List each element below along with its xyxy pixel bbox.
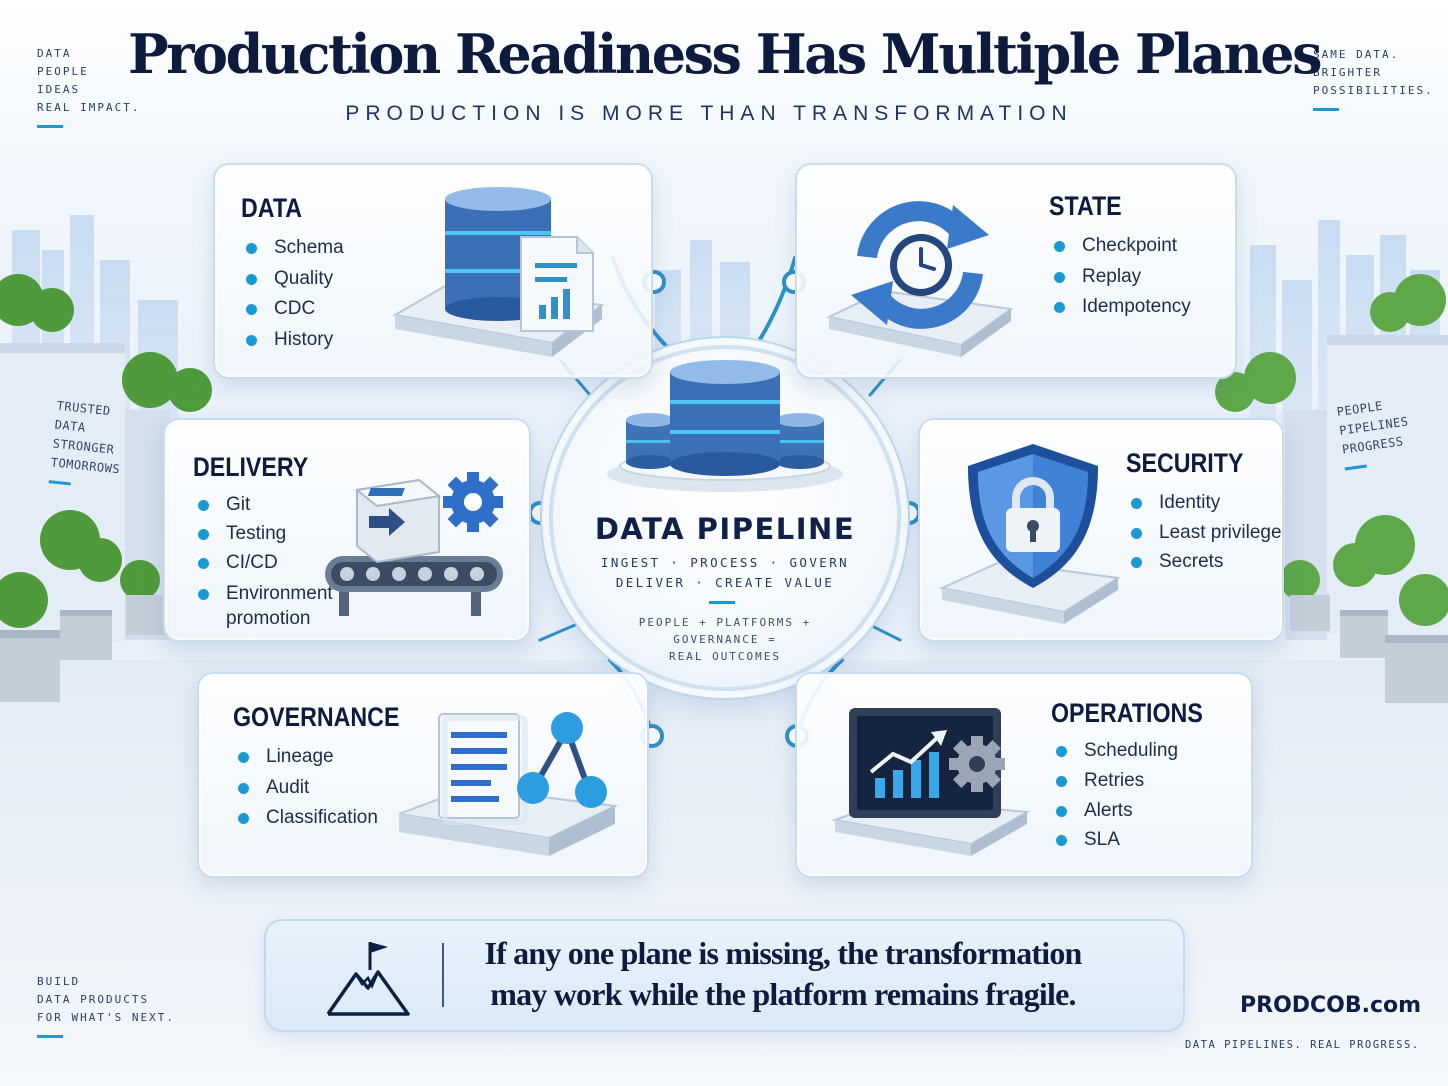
connector-node: [897, 501, 921, 525]
plane-list: Identity Least privilege Secrets: [1126, 488, 1282, 577]
list-item: Idempotency: [1049, 292, 1191, 323]
list-item: Checkpoint: [1049, 231, 1191, 262]
plane-card-operations: OPERATIONS Scheduling Retries Alerts SLA: [795, 672, 1253, 878]
list-item: History: [241, 325, 344, 356]
accent-dash: [37, 125, 63, 128]
bottom-right-tagline: DATA PIPELINES. REAL PROGRESS.: [1185, 1039, 1420, 1051]
list-item: Schema: [241, 233, 344, 264]
corner-line: POSSIBILITIES.: [1313, 84, 1434, 97]
accent-dash: [709, 601, 735, 604]
callout-line: If any one plane is missing, the transfo…: [484, 935, 1082, 971]
brand-name: PRODCOB.com: [1240, 993, 1422, 1018]
document-lineage-icon: [399, 712, 619, 856]
hub-title: DATA PIPELINE: [594, 512, 856, 546]
plane-title: STATE: [1049, 191, 1122, 221]
list-item: Identity: [1126, 488, 1282, 518]
plane-list: Git Testing CI/CD Environment promotion: [193, 490, 333, 631]
hub-line: INGEST · PROCESS · GOVERN: [600, 555, 850, 570]
plane-card-data: DATA Schema Quality CDC History: [213, 163, 653, 379]
plane-title: GOVERNANCE: [233, 702, 400, 732]
connector-node: [528, 501, 552, 525]
corner-line: BRIGHTER: [1313, 66, 1382, 79]
plane-title: OPERATIONS: [1051, 698, 1203, 728]
list-item: Lineage: [233, 742, 378, 773]
list-item: Audit: [233, 773, 378, 804]
list-item: Alerts: [1051, 796, 1178, 826]
corner-line: DATA: [37, 47, 72, 60]
callout-box: [264, 919, 1185, 1032]
plane-list: Lineage Audit Classification: [233, 742, 378, 834]
conveyor-gear-icon: [325, 472, 503, 616]
hub-note: GOVERNANCE =: [673, 633, 777, 646]
list-item: Retries: [1051, 766, 1178, 796]
mountain-flag-icon: [326, 942, 410, 1016]
plane-title: DATA: [241, 193, 303, 223]
callout-divider: [442, 943, 444, 1007]
page-title: Production Readiness Has Multiple Planes: [128, 22, 1323, 86]
plane-list: Scheduling Retries Alerts SLA: [1051, 736, 1178, 855]
list-item: SLA: [1051, 825, 1178, 855]
corner-note-top-left: DATA PEOPLE IDEAS REAL IMPACT.: [37, 45, 140, 128]
hub-note: PEOPLE + PLATFORMS +: [638, 616, 812, 629]
accent-dash: [37, 1035, 63, 1038]
list-item: Least privilege: [1126, 518, 1282, 548]
plane-card-security: SECURITY Identity Least privilege Secret…: [918, 418, 1284, 642]
page-subtitle: PRODUCTION IS MORE THAN TRANSFORMATION: [345, 102, 1073, 125]
corner-note-top-right: SAME DATA. BRIGHTER POSSIBILITIES.: [1313, 46, 1434, 111]
database-report-icon: [392, 187, 605, 357]
list-item: Classification: [233, 803, 378, 834]
corner-line: SAME DATA.: [1313, 48, 1400, 61]
shield-lock-icon: [938, 444, 1121, 624]
plane-title: DELIVERY: [193, 452, 309, 482]
corner-line: PEOPLE: [37, 65, 89, 78]
hub-line: DELIVER · CREATE VALUE: [615, 575, 835, 590]
corner-line: IDEAS: [37, 83, 81, 96]
corner-line: DATA PRODUCTS: [37, 993, 150, 1006]
callout-line: may work while the platform remains frag…: [490, 976, 1076, 1012]
list-item: Scheduling: [1051, 736, 1178, 766]
plane-list: Schema Quality CDC History: [241, 233, 344, 355]
list-item: Replay: [1049, 262, 1191, 293]
list-item: Testing: [193, 519, 333, 548]
list-item: CI/CD: [193, 548, 333, 577]
list-item: Git: [193, 490, 333, 519]
plane-card-governance: GOVERNANCE Lineage Audit Classification: [197, 672, 649, 878]
plane-card-delivery: DELIVERY Git Testing CI/CD Environment p…: [163, 418, 531, 642]
accent-dash: [1313, 108, 1339, 111]
database-cluster-icon: [607, 360, 843, 492]
corner-line: REAL IMPACT.: [37, 101, 141, 114]
list-item: Environment promotion: [193, 577, 333, 631]
hub-note: REAL OUTCOMES: [668, 650, 782, 663]
plane-list: Checkpoint Replay Idempotency: [1049, 231, 1191, 323]
monitor-chart-gear-icon: [831, 708, 1031, 856]
refresh-clock-icon: [825, 201, 1014, 357]
list-item: Quality: [241, 264, 344, 295]
corner-line: FOR WHAT'S NEXT.: [37, 1011, 175, 1024]
corner-note-bottom-left: BUILD DATA PRODUCTS FOR WHAT'S NEXT.: [37, 973, 175, 1038]
corner-line: BUILD: [37, 975, 81, 988]
plane-title: SECURITY: [1126, 448, 1244, 478]
list-item: CDC: [241, 294, 344, 325]
list-item: Secrets: [1126, 547, 1282, 577]
plane-card-state: STATE Checkpoint Replay Idempotency: [795, 163, 1237, 379]
